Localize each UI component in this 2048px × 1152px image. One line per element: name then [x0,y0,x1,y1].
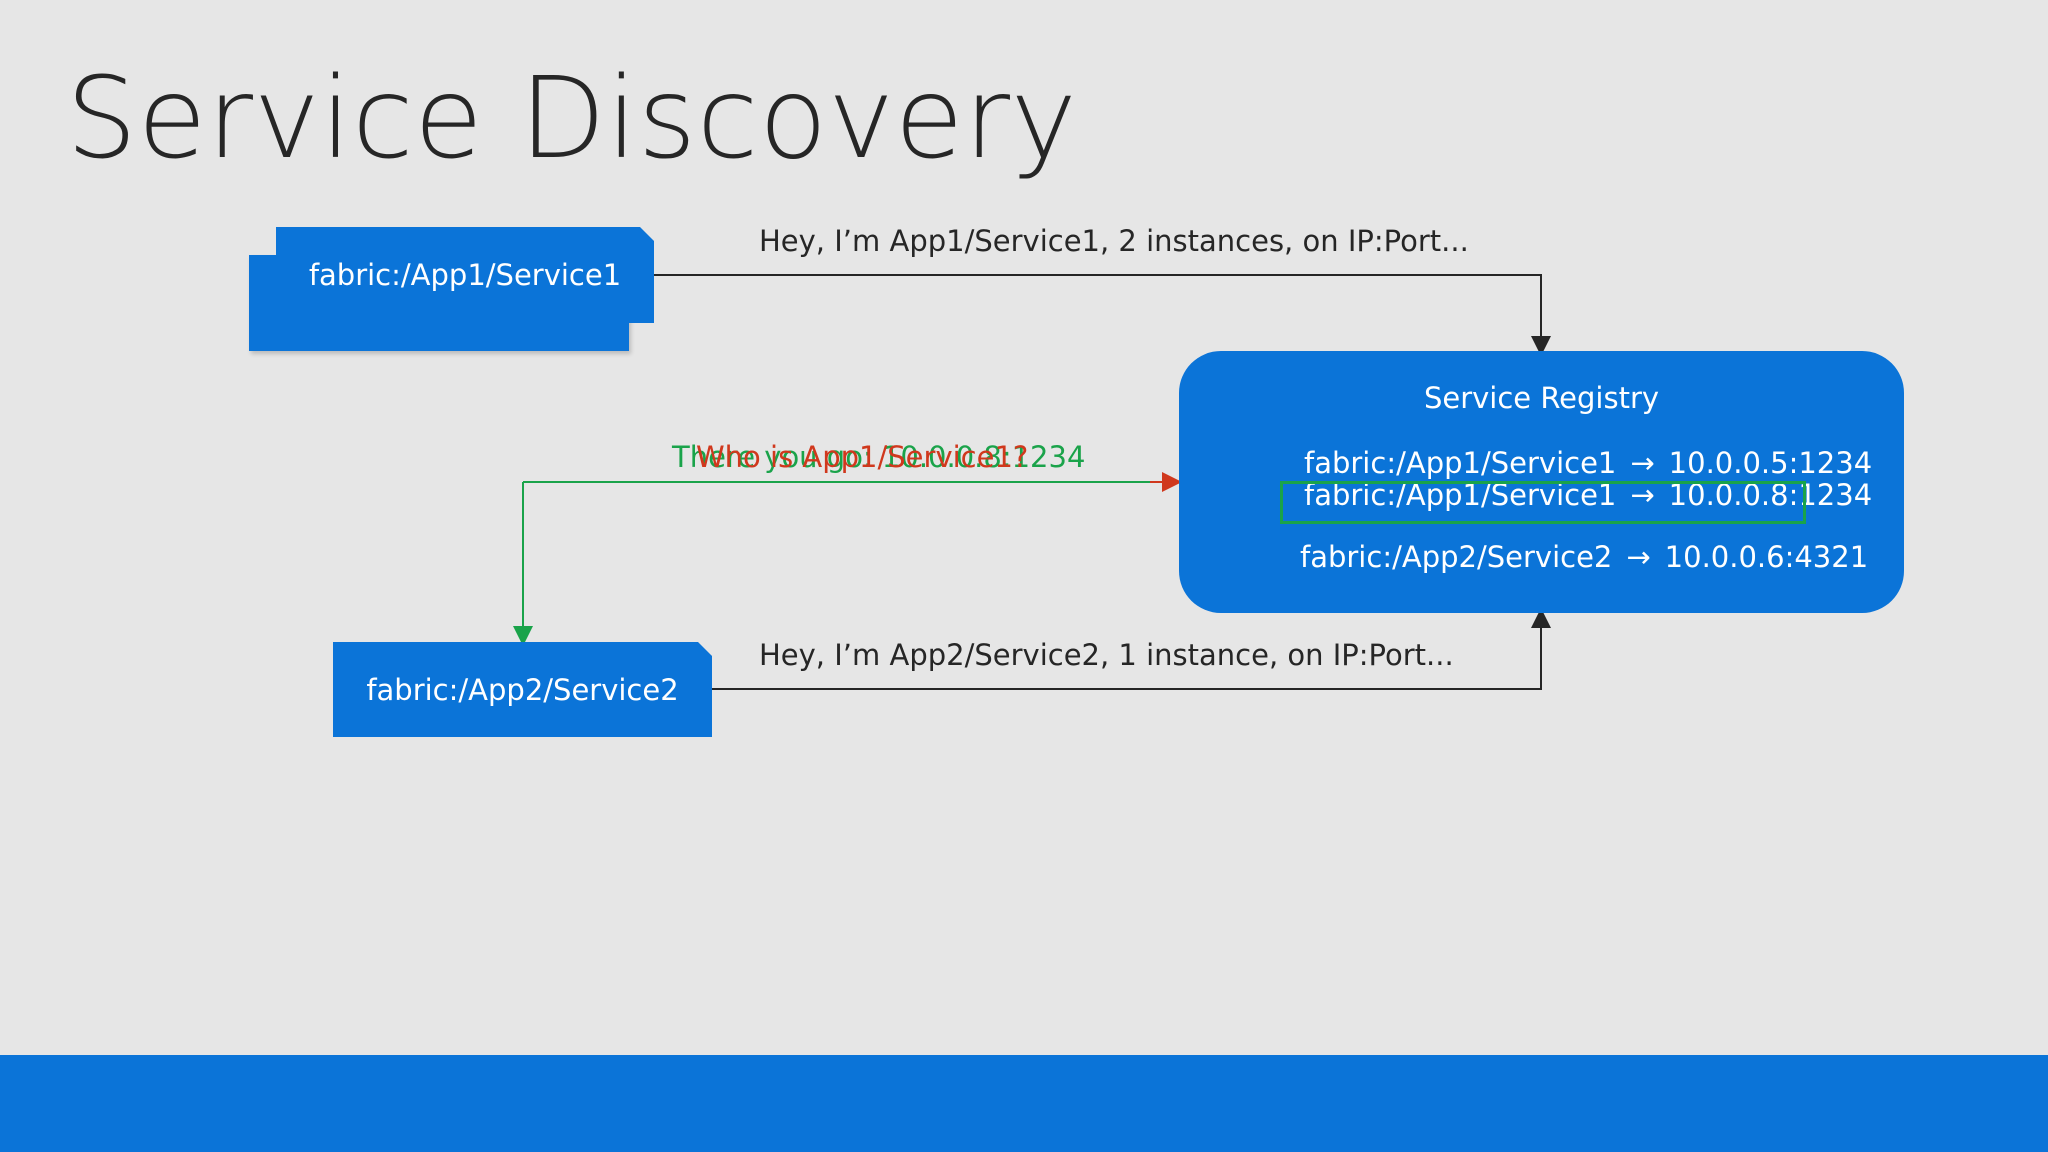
slide-title: Service Discovery [66,54,1078,184]
registry-entry: fabric:/App2/Service2 → 10.0.0.6:4321 [1300,540,1868,574]
app2-register-connector [712,608,1551,690]
arrow-right-icon: → [1626,540,1651,574]
registry-entry-highlight-box [1280,481,1806,524]
app2-service2-label: fabric:/App2/Service2 [366,672,679,707]
app1-service1-box[interactable]: fabric:/App1/Service1 [276,227,654,323]
registry-entry-name: fabric:/App2/Service2 [1300,540,1613,574]
app1-register-connector [654,274,1551,356]
app2-register-message: Hey, I’m App2/Service2, 1 instance, on I… [759,638,1454,672]
registry-entry: fabric:/App1/Service1 → 10.0.0.5:1234 [1304,446,1872,480]
answer-message: There you go: 10.0.0.8:1234 [672,440,1086,474]
query-message: Who is App1/Service1? [696,440,1029,474]
app1-service1-label: fabric:/App1/Service1 [308,258,622,292]
registry-entry-address: 10.0.0.5:1234 [1668,446,1873,480]
app1-register-message: Hey, I’m App1/Service1, 2 instances, on … [759,224,1469,258]
registry-entry-address: 10.0.0.6:4321 [1664,540,1869,574]
arrow-right-icon: → [1630,446,1655,480]
registry-entry-name: fabric:/App1/Service1 [1304,446,1617,480]
footer-bar [0,1055,2048,1152]
registry-title: Service Registry [1423,381,1660,415]
app2-service2-box[interactable]: fabric:/App2/Service2 [333,642,712,737]
